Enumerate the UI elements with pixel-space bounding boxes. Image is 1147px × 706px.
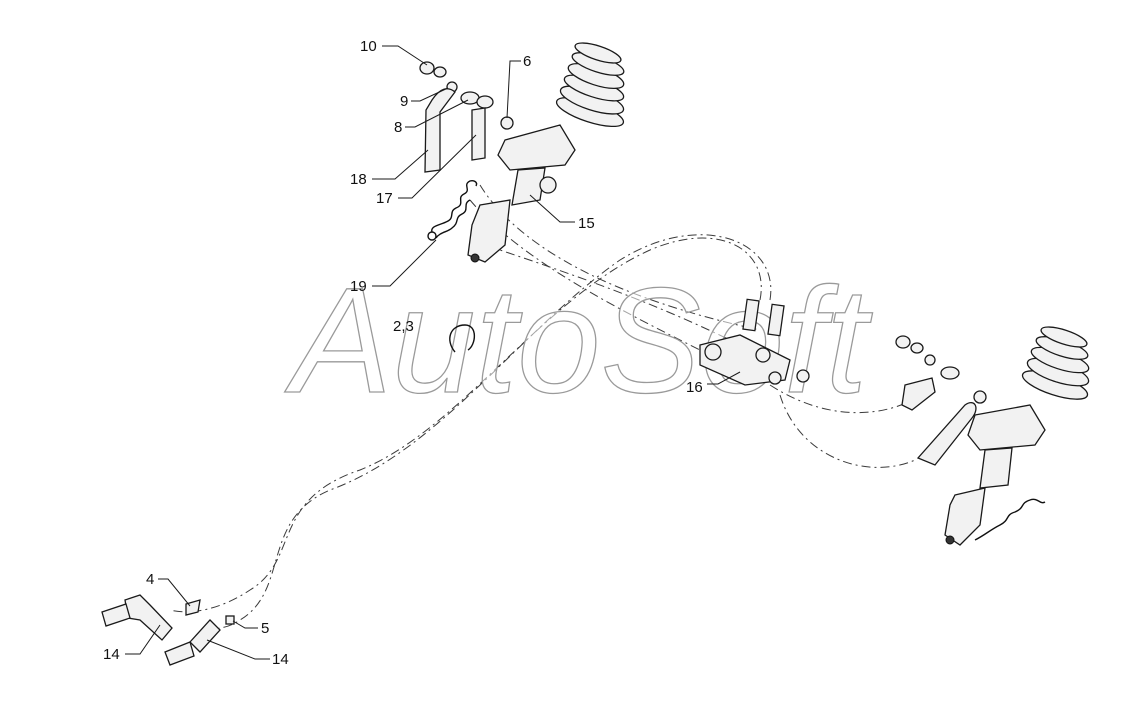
spring-clip-2-3	[449, 324, 476, 353]
valve-stem	[511, 167, 546, 206]
callout-16: 16	[686, 379, 703, 396]
tube-17	[471, 107, 486, 161]
hose-line-2	[469, 239, 741, 346]
hose-line-4	[204, 234, 772, 631]
hose-line-1	[479, 184, 761, 331]
washer-10a	[419, 61, 435, 75]
hose-lines	[169, 184, 921, 631]
callout-14b: 14	[272, 651, 289, 668]
straight-fitting-14b	[189, 619, 221, 653]
callout-4: 4	[146, 571, 154, 588]
clip-5	[225, 615, 235, 625]
centre-valve-16	[699, 298, 810, 386]
valve-body	[497, 124, 576, 171]
callout-2-3: 2,3	[393, 318, 414, 335]
upper-valve-assembly	[467, 42, 625, 263]
callout-15: 15	[578, 215, 595, 232]
right-valve-assembly	[895, 326, 1090, 546]
elbow-fitting-14a	[124, 594, 173, 641]
callout-19: 19	[350, 278, 367, 295]
callout-5: 5	[261, 620, 269, 637]
hose-line-7	[469, 199, 701, 351]
callout-labels: 10 9 8 6 18 17 15 19 2,3 16 4 5 14 14	[103, 38, 703, 668]
callout-17: 17	[376, 190, 393, 207]
callout-8: 8	[394, 119, 402, 136]
hose-line-6	[779, 394, 916, 468]
callout-18: 18	[350, 171, 367, 188]
bracket-4	[185, 599, 201, 616]
hose-line-3	[169, 237, 762, 613]
callout-10: 10	[360, 38, 377, 55]
lower-fittings	[101, 594, 235, 666]
clevis-fork	[467, 199, 511, 263]
callout-14a: 14	[103, 646, 120, 663]
boot-bellows	[555, 42, 625, 128]
threaded-stud-14b	[164, 641, 195, 666]
threaded-stud-14a	[101, 603, 131, 627]
callout-6: 6	[523, 53, 531, 70]
leader-lines	[125, 45, 741, 660]
watermark-text: AutoSoft	[284, 256, 873, 424]
hose-line-5	[769, 384, 921, 414]
return-spring-19	[431, 180, 478, 239]
fitting-6	[500, 116, 514, 130]
elbow-tube-18	[424, 88, 456, 173]
washer-10b	[433, 66, 447, 78]
callout-9: 9	[400, 93, 408, 110]
